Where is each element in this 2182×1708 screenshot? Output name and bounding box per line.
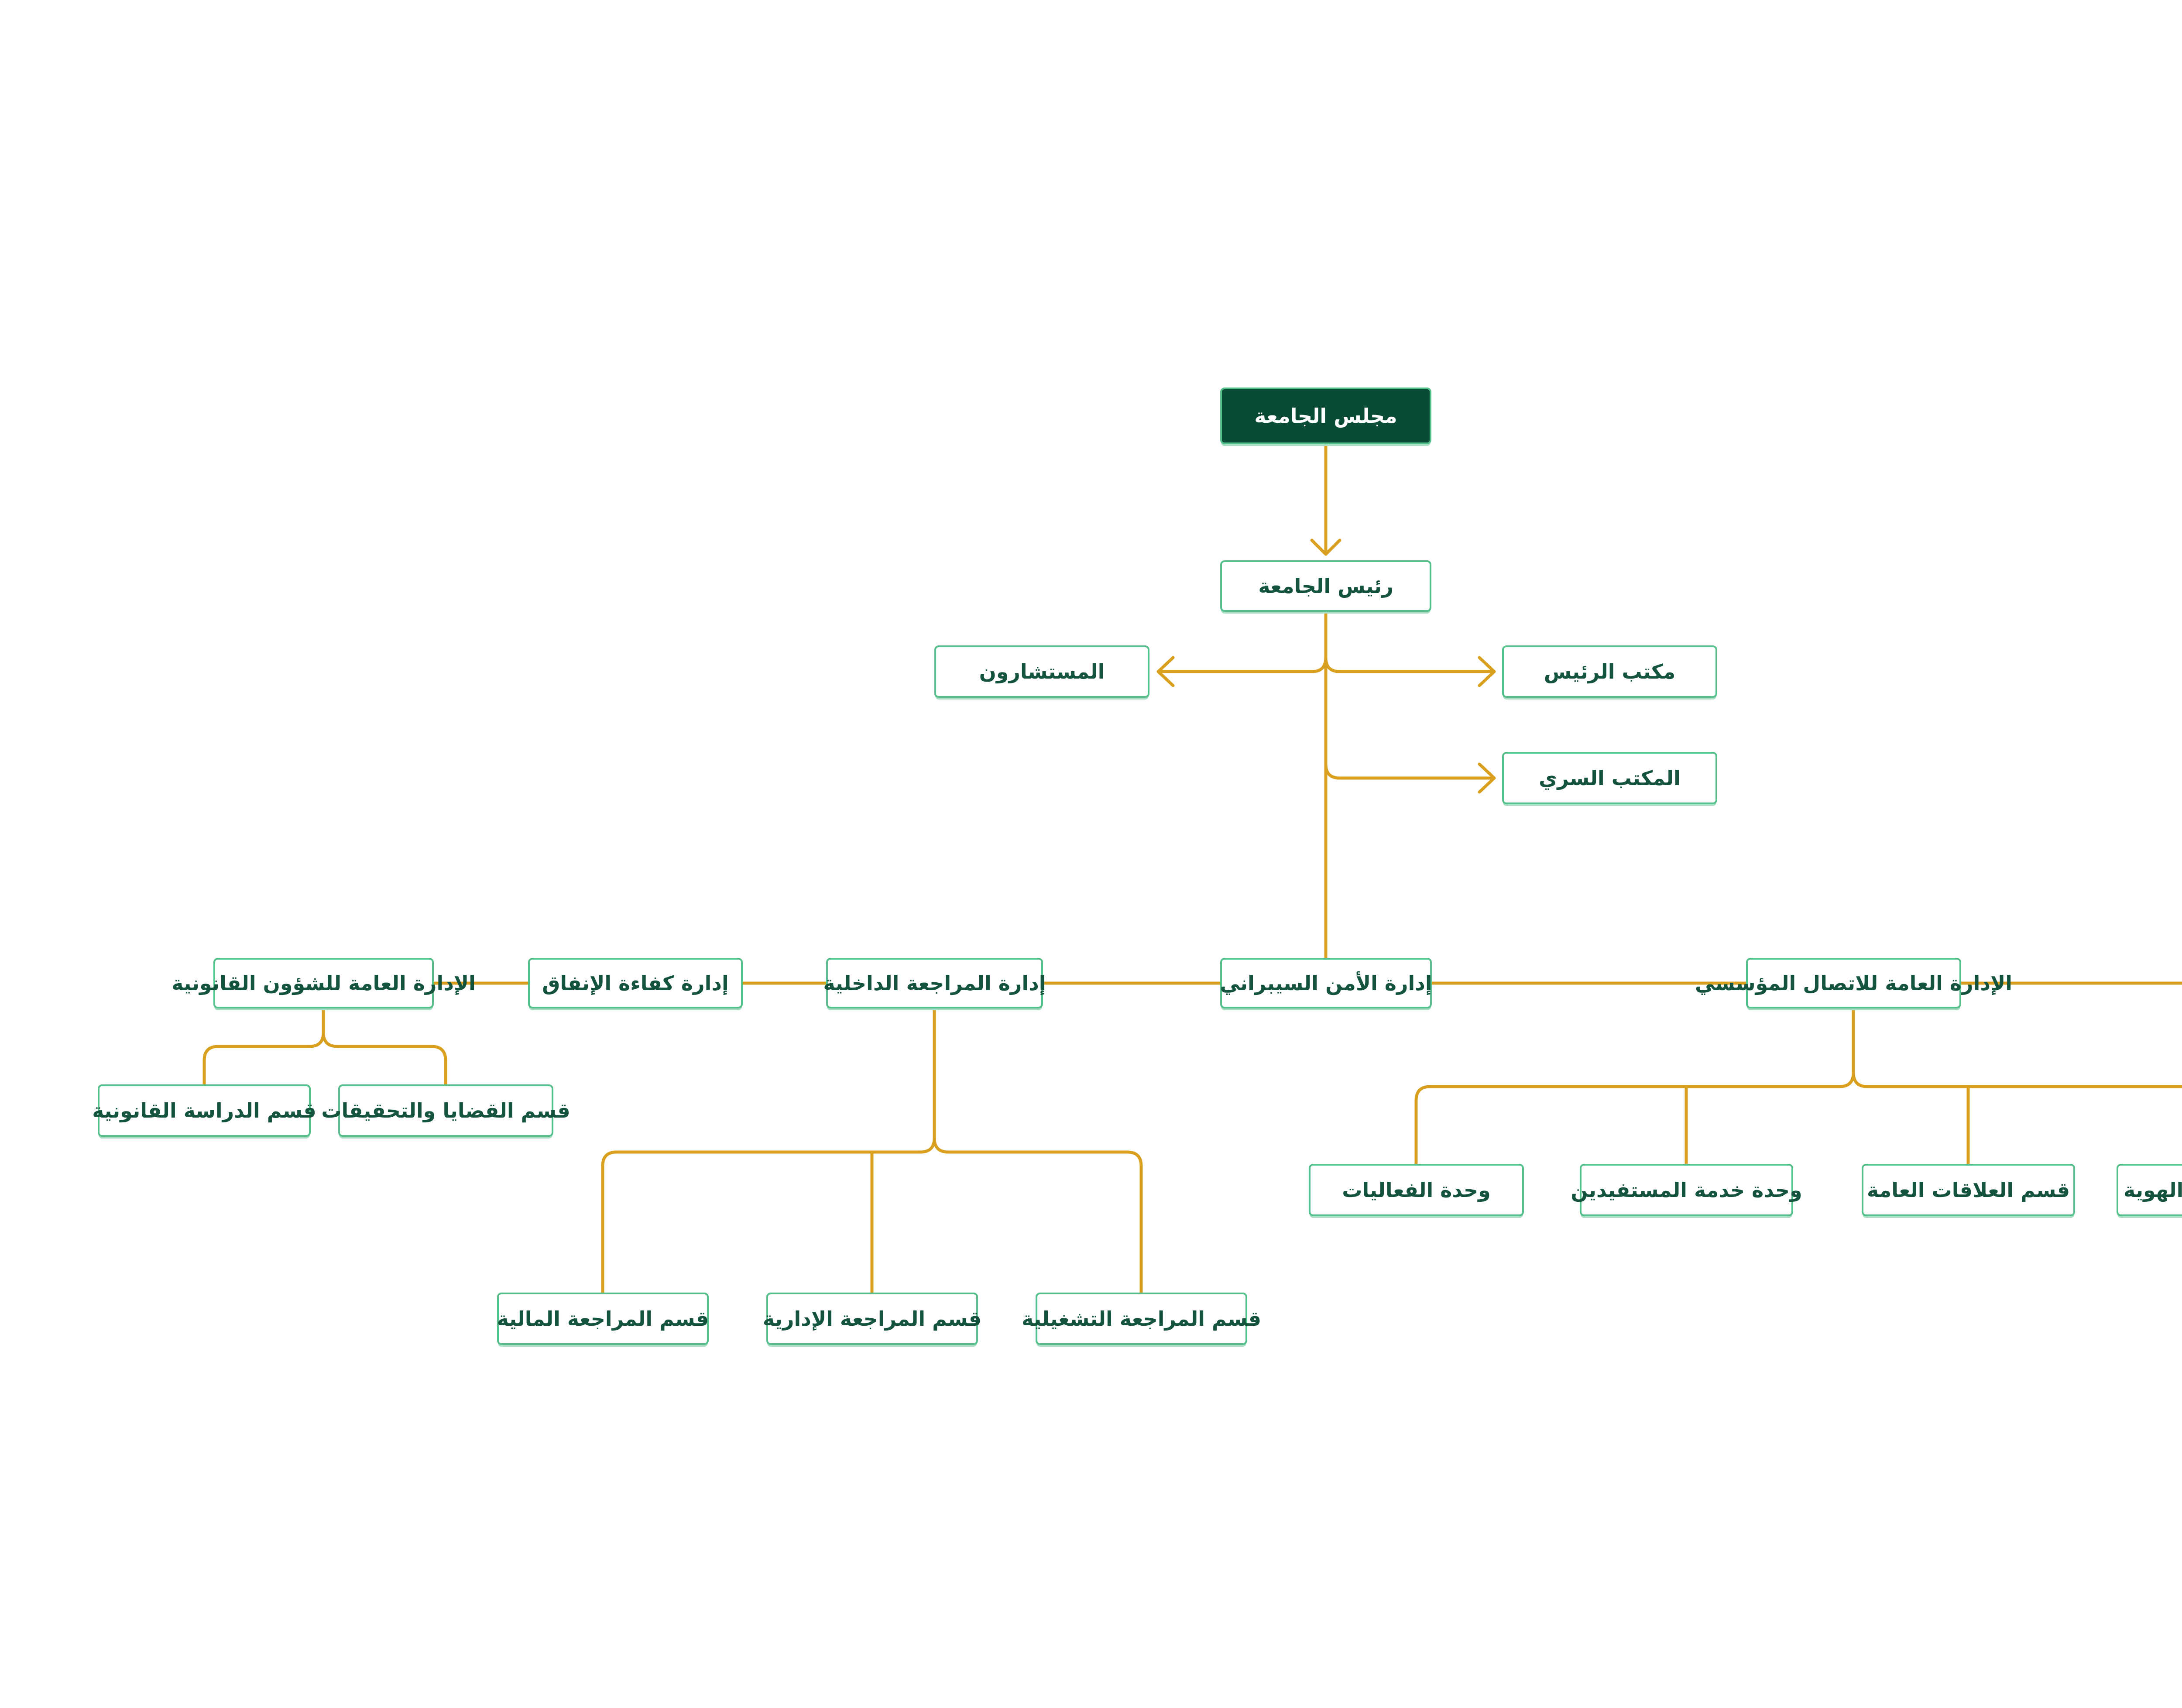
node-label: إدارة المراجعة الداخلية — [823, 971, 1046, 995]
node-label: المستشارون — [979, 659, 1105, 683]
node-label: قسم القضايا والتحقيقات — [321, 1098, 570, 1122]
node-label: إدارة كفاءة الإنفاق — [542, 971, 729, 995]
node-label: رئيس الجامعة — [1258, 574, 1393, 598]
node-label: مجلس الجامعة — [1254, 404, 1397, 428]
node-president-office: مكتب الرئيس — [1502, 645, 1717, 698]
arrow-down-icon — [1310, 538, 1341, 556]
node-events-unit: وحدة الفعاليات — [1309, 1164, 1524, 1216]
node-label: قسم العلاقات العامة — [1866, 1178, 2070, 1202]
arrow-right-icon — [1478, 656, 1496, 687]
node-label: قسم المراجعة الإدارية — [762, 1307, 982, 1331]
node-public-relations-dept: قسم العلاقات العامة — [1862, 1164, 2075, 1216]
node-beneficiary-service-unit: وحدة خدمة المستفيدين — [1571, 1164, 1802, 1216]
node-label: الإدارة العامة للاتصال المؤسسي — [1695, 971, 2012, 995]
node-label: قسم الدراسة القانونية — [92, 1098, 316, 1122]
edge-comm-children — [1414, 1007, 2182, 1166]
arrow-right-icon — [1478, 762, 1496, 794]
edge-audit-children — [601, 1007, 1143, 1294]
node-label: إدارة الأمن السيبراني — [1220, 971, 1432, 995]
edge-root-president — [1310, 442, 1341, 556]
edge-president-president-office — [1324, 656, 1496, 687]
node-label: وحدة الفعاليات — [1342, 1178, 1491, 1202]
edge-president-secret-office — [1324, 762, 1496, 794]
node-cybersecurity: إدارة الأمن السيبراني — [1220, 958, 1432, 1008]
node-legal-affairs: الإدارة العامة للشؤون القانونية — [172, 958, 476, 1008]
node-media-identity-dept: قسم الإعلام والهوية — [2117, 1164, 2182, 1216]
node-advisors: المستشارون — [934, 645, 1149, 698]
node-label: الإدارة العامة للشؤون القانونية — [172, 971, 476, 995]
node-internal-audit: إدارة المراجعة الداخلية — [823, 958, 1046, 1008]
edge-president-advisors — [1156, 656, 1328, 687]
node-institutional-communication: الإدارة العامة للاتصال المؤسسي — [1695, 958, 2012, 1008]
node-cases-investigations-dept: قسم القضايا والتحقيقات — [321, 1084, 570, 1137]
node-label: قسم الإعلام والهوية — [2123, 1178, 2182, 1202]
node-administrative-audit-dept: قسم المراجعة الإدارية — [763, 1293, 981, 1345]
node-label: قسم المراجعة المالية — [497, 1307, 709, 1331]
node-financial-audit-dept: قسم المراجعة المالية — [497, 1293, 709, 1345]
node-secret-office: المكتب السري — [1502, 752, 1717, 804]
node-university-president: رئيس الجامعة — [1220, 560, 1431, 612]
node-label: المكتب السري — [1539, 766, 1681, 790]
node-spending-efficiency: إدارة كفاءة الإنفاق — [528, 958, 743, 1008]
node-university-council: مجلس الجامعة — [1220, 388, 1431, 444]
node-operational-audit-dept: قسم المراجعة التشغيلية — [1022, 1293, 1261, 1345]
arrow-left-icon — [1156, 656, 1175, 687]
node-label: قسم المراجعة التشغيلية — [1021, 1307, 1262, 1331]
node-legal-study-dept: قسم الدراسة القانونية — [92, 1084, 316, 1137]
node-label: وحدة خدمة المستفيدين — [1571, 1178, 1802, 1202]
edge-legal-children — [202, 1007, 447, 1086]
node-label: مكتب الرئيس — [1544, 659, 1676, 683]
